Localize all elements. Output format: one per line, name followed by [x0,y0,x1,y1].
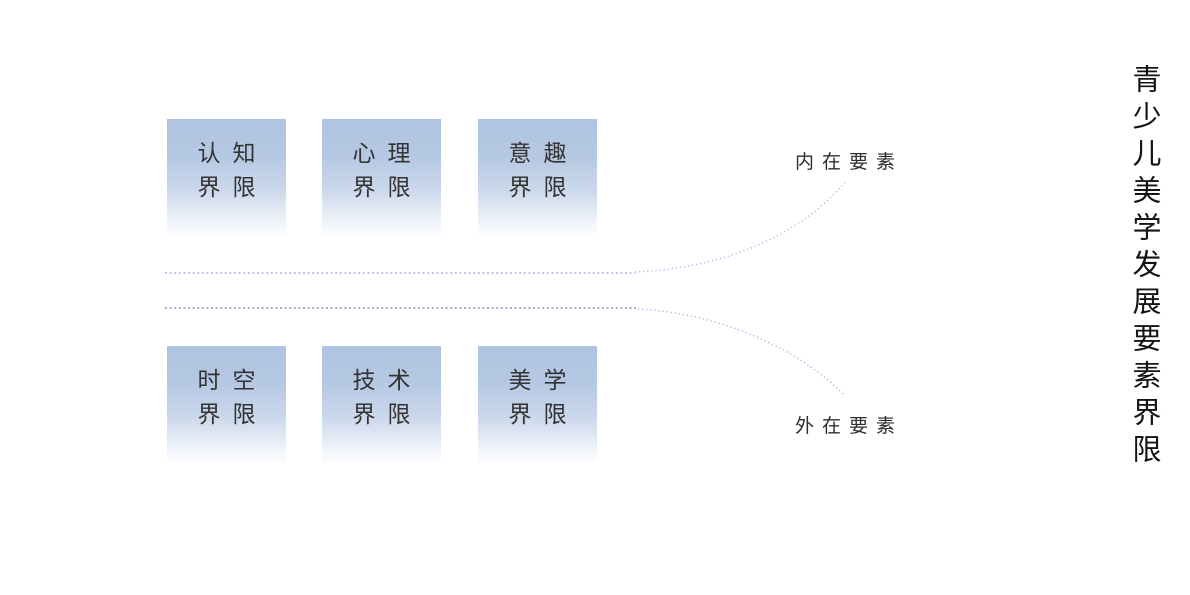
box-interest-boundary: 意趣 界限 [478,119,597,237]
box-line: 认知 [197,140,268,166]
box-line: 美学 [508,367,579,393]
box-technical-boundary: 技术 界限 [322,346,441,464]
box-line: 界限 [197,401,268,427]
label-external-elements: 外在要素 [795,416,904,437]
box-line: 心理 [352,140,423,166]
box-line: 意趣 [508,140,579,166]
box-line: 界限 [508,401,579,427]
box-line: 界限 [352,174,423,200]
upper-connector-curve [634,180,847,273]
box-line: 技术 [352,367,423,393]
box-cognitive-boundary: 认知 界限 [167,119,286,237]
lower-connector-curve [637,308,846,397]
box-line: 界限 [352,401,423,427]
box-psychological-boundary: 心理 界限 [322,119,441,237]
box-spacetime-boundary: 时空 界限 [167,346,286,464]
box-aesthetic-boundary: 美学 界限 [478,346,597,464]
label-internal-elements: 内在要素 [795,152,904,173]
vertical-title: 青少儿美学发展要素界限 [1128,64,1162,471]
box-line: 时空 [197,367,268,393]
box-line: 界限 [197,174,268,200]
box-line: 界限 [508,174,579,200]
